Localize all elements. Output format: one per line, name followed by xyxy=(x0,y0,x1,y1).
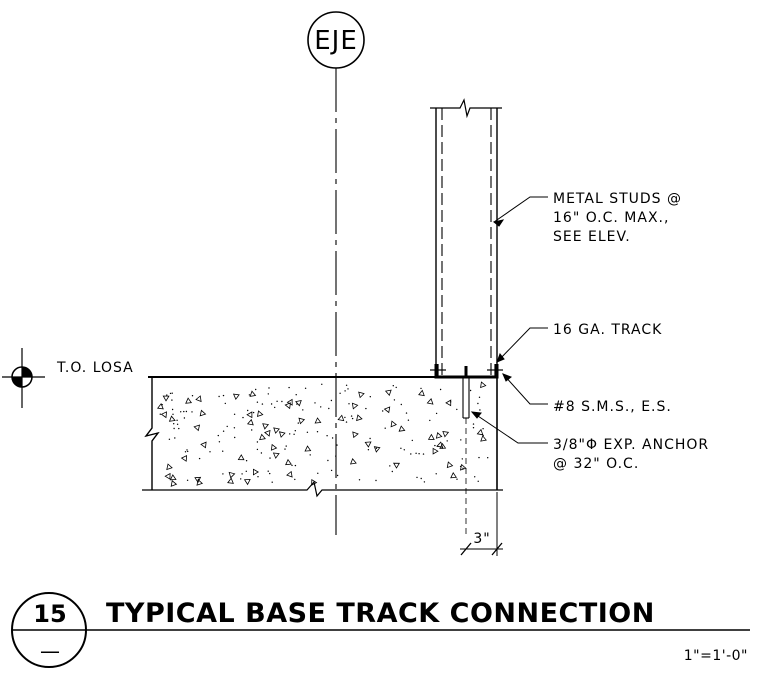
note-studs-line-1: METAL STUDS @ xyxy=(553,191,682,207)
detail-title: TYPICAL BASE TRACK CONNECTION xyxy=(106,598,655,629)
note-track: 16 GA. TRACK xyxy=(553,322,662,338)
detail-scale: 1"=1'-0" xyxy=(684,648,748,664)
concrete-slab xyxy=(142,376,503,498)
axis-bubble: EJE xyxy=(307,11,365,69)
metal-stud-wall xyxy=(430,98,502,375)
note-anchor-line-2: @ 32" O.C. xyxy=(553,456,639,472)
note-studs-line-2: 16" O.C. MAX., xyxy=(553,210,669,226)
expansion-anchor xyxy=(462,366,470,535)
note-anchor-line-1: 3/8"Φ EXP. ANCHOR xyxy=(553,437,709,453)
dimension-text: 3" xyxy=(473,531,490,547)
detail-title-block: 15 — TYPICAL BASE TRACK CONNECTION 1"=1'… xyxy=(11,592,750,668)
sms-screws xyxy=(430,364,503,376)
detail-sheet: — xyxy=(40,639,60,663)
dimension-3in xyxy=(460,492,503,556)
detail-number: 15 xyxy=(33,600,66,628)
axis-tag-label: EJE xyxy=(314,26,358,56)
leaders xyxy=(470,196,548,444)
level-label: T.O. LOSA xyxy=(56,360,134,376)
note-sms: #8 S.M.S., E.S. xyxy=(553,399,672,415)
level-target-icon xyxy=(2,348,45,408)
note-studs-line-3: SEE ELEV. xyxy=(553,229,631,245)
